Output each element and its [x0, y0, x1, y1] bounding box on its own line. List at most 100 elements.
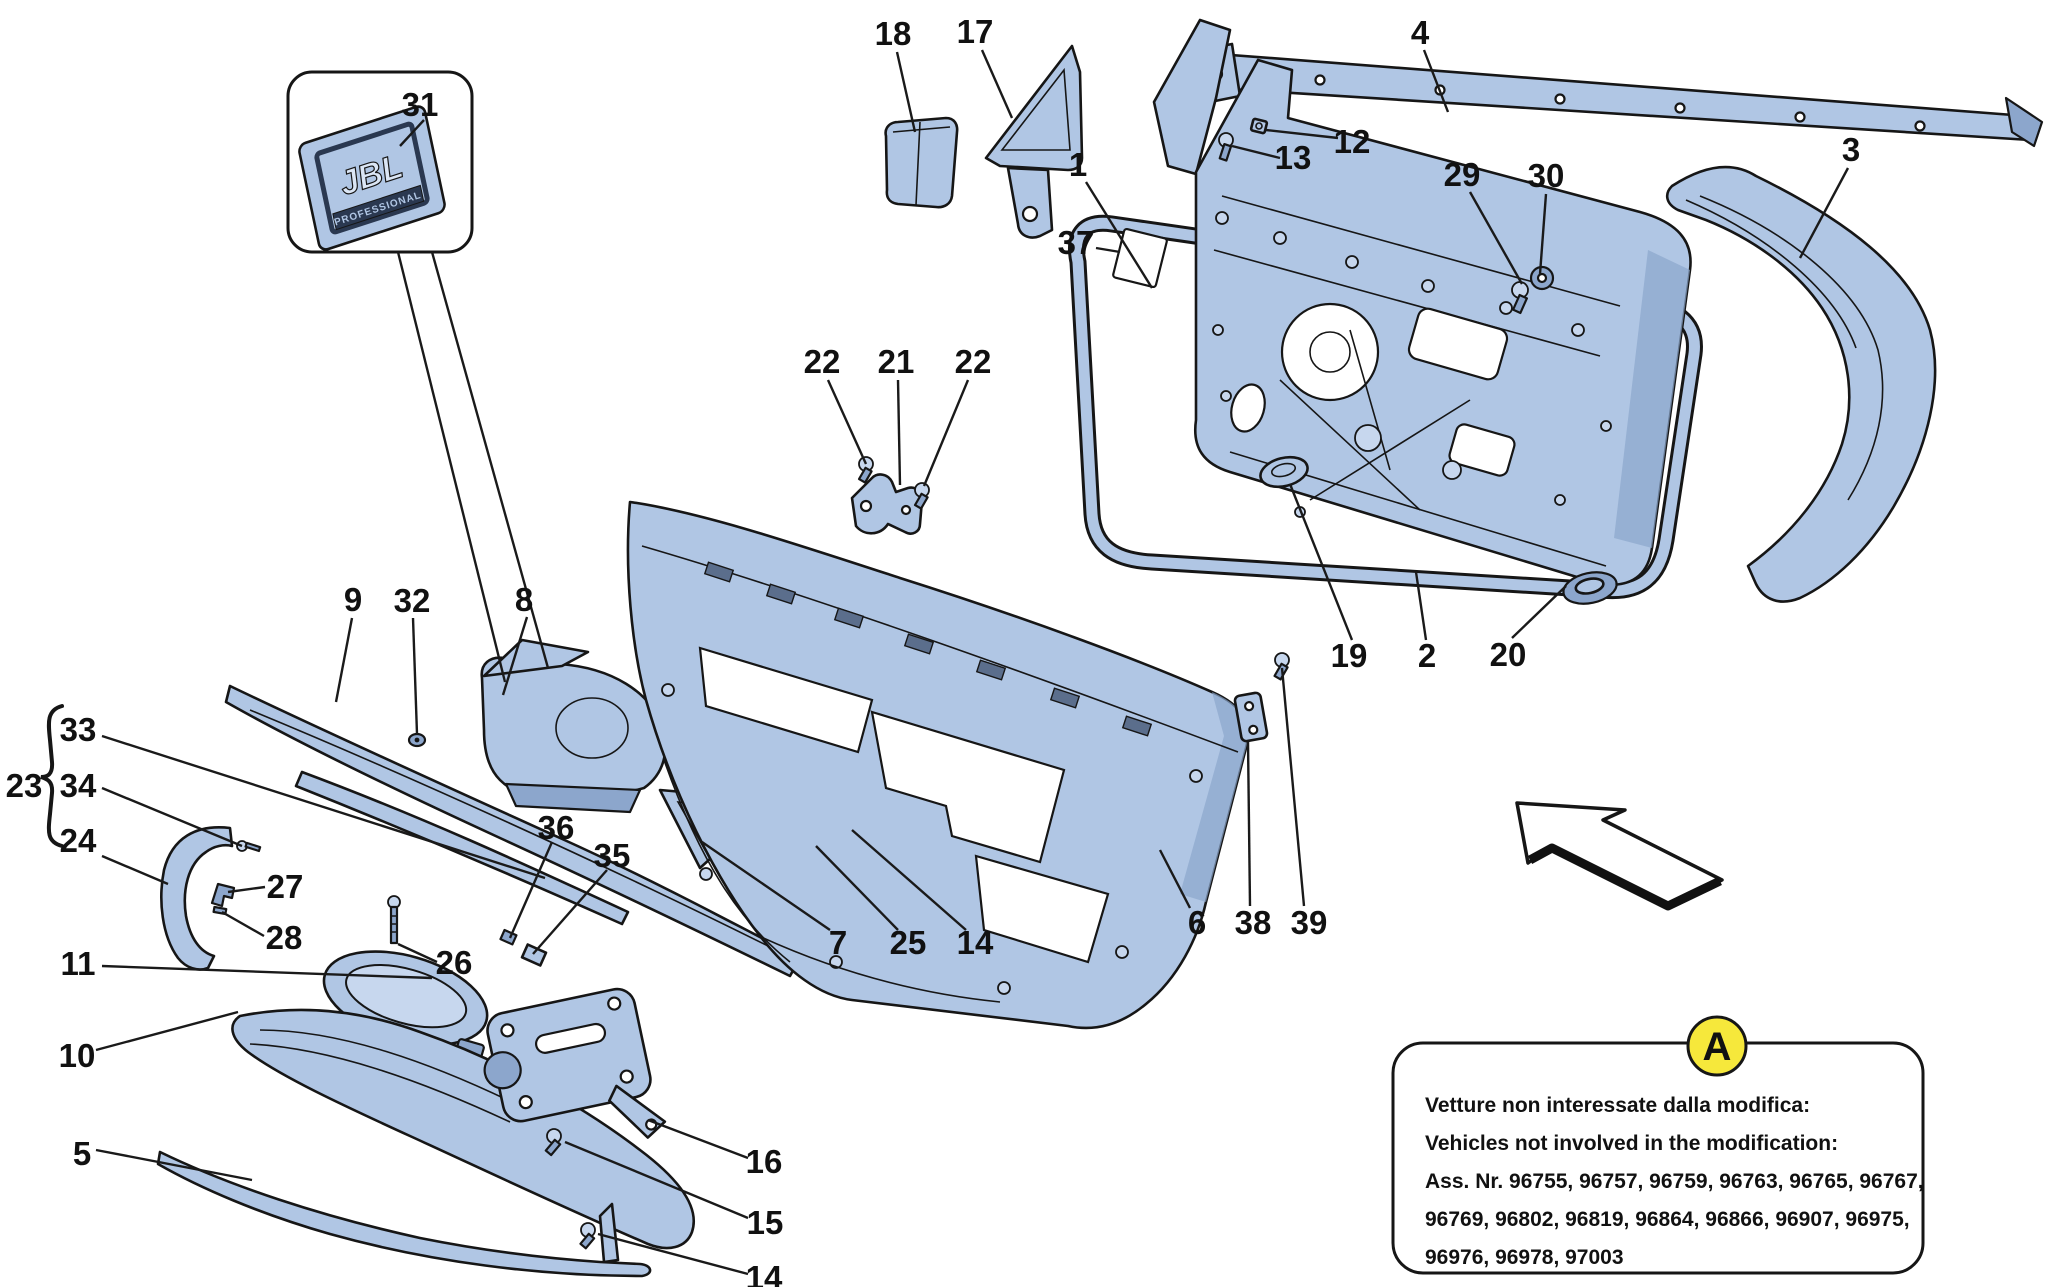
note-line-ass-1: Ass. Nr. 96755, 96757, 96759, 96763, 967…: [1425, 1170, 1924, 1193]
leader-line: [1265, 128, 1339, 140]
callout-21: 21: [878, 343, 915, 380]
jbl-badge: JBL PROFESSIONAL: [298, 105, 446, 251]
leader-line: [508, 841, 554, 939]
leader-line: [1246, 741, 1252, 907]
callout-8: 8: [515, 581, 533, 618]
leader-line: [532, 869, 608, 955]
leader-line: [980, 49, 1014, 119]
callout-7: 7: [829, 924, 847, 961]
leader-line: [896, 379, 902, 486]
leader-line: [1095, 246, 1121, 254]
part-c-trim-24: [160, 826, 234, 971]
group-bracket-23: [40, 704, 64, 848]
callout-17: 17: [957, 13, 994, 50]
leader-line: [597, 1232, 749, 1276]
leader-line: [564, 1140, 749, 1220]
callout-22b: 22: [955, 343, 992, 380]
leader-line: [221, 910, 265, 938]
marker-a-letter: A: [1703, 1025, 1732, 1069]
part-speaker-housing: [480, 638, 667, 814]
leader-line: [95, 1148, 253, 1182]
leader-line: [1084, 181, 1154, 289]
callout-3: 3: [1842, 131, 1860, 168]
callout-14a: 14: [957, 924, 994, 961]
leader-line: [399, 119, 425, 147]
fastener-screw-22-left: [857, 456, 874, 484]
note-line-ass-3: 96976, 96978, 97003: [1425, 1246, 1624, 1269]
callout-29: 29: [1444, 156, 1481, 193]
callout-4: 4: [1411, 14, 1430, 51]
leader-line: [826, 379, 868, 465]
callout-39: 39: [1291, 904, 1328, 941]
fastener-screw-15: [544, 1128, 562, 1157]
note-line-en: Vehicles not involved in the modificatio…: [1425, 1132, 1838, 1155]
part-door-trim-panel: [626, 500, 1250, 1030]
leader-line: [1231, 144, 1281, 160]
fastener-screw-14-lower: [579, 1222, 596, 1250]
leader-line: [227, 885, 266, 894]
callout-15: 15: [747, 1204, 784, 1241]
callout-26: 26: [436, 944, 473, 981]
fastener-screw-39: [1273, 652, 1290, 681]
part-window-slot-strip-33: [294, 770, 630, 926]
leader-line: [501, 616, 529, 696]
leader-line: [1414, 571, 1428, 641]
callout-24: 24: [60, 822, 97, 859]
leader-line: [1468, 191, 1524, 285]
callout-20: 20: [1490, 636, 1527, 673]
callout-19: 19: [1331, 637, 1368, 674]
callout-9: 9: [344, 581, 362, 618]
fastener-screw-29: [1511, 281, 1529, 315]
leader-line: [430, 251, 550, 669]
leader-line: [922, 379, 970, 487]
callout-28: 28: [266, 919, 303, 956]
leader-line: [1280, 667, 1306, 907]
callout-30: 30: [1528, 157, 1565, 194]
callout-31: 31: [402, 86, 439, 123]
part-grommet-20: [1562, 571, 1618, 605]
callout-1: 1: [1069, 146, 1087, 183]
callout-5: 5: [73, 1135, 91, 1172]
leader-line: [101, 786, 243, 848]
callout-38: 38: [1235, 904, 1272, 941]
clip-32: [407, 732, 427, 748]
part-door-seal: [1068, 214, 1703, 600]
callout-6: 6: [1188, 904, 1206, 941]
leader-line: [895, 51, 917, 133]
callout-10: 10: [59, 1037, 96, 1074]
clip-27: [210, 882, 236, 908]
part-outer-door-shell: [1665, 165, 1937, 603]
clip-35: [520, 943, 548, 967]
leader-line: [647, 1118, 749, 1160]
leader-line: [851, 829, 967, 931]
fastener-screw-13: [1218, 132, 1234, 162]
leader-line: [101, 854, 169, 886]
part-inner-door-frame: [1193, 58, 1692, 587]
jbl-inset-box: JBL PROFESSIONAL: [286, 70, 474, 254]
marker-a-badge: [1686, 1015, 1748, 1077]
callout-23: 23: [6, 767, 43, 804]
part-window-post: [1152, 18, 1232, 176]
part-plug-19: [1259, 455, 1309, 489]
fastener-screw-22-right: [913, 482, 930, 510]
leader-line: [1422, 49, 1450, 113]
leader-line: [95, 1010, 239, 1052]
part-handle-bracket: [483, 987, 667, 1139]
part-corner-cap: [884, 116, 959, 209]
callout-11: 11: [61, 945, 96, 982]
callout-12: 12: [1334, 123, 1371, 160]
note-line-ass-2: 96769, 96802, 96819, 96864, 96866, 96907…: [1425, 1208, 1910, 1231]
part-bracket-38: [1233, 691, 1269, 743]
leader-line: [701, 841, 831, 931]
callout-13: 13: [1275, 139, 1312, 176]
callout-2: 2: [1418, 637, 1436, 674]
strip-end-hook: [2004, 96, 2044, 148]
direction-arrow: [1515, 801, 1724, 911]
leader-line: [1538, 193, 1548, 275]
part-armrest: [231, 1008, 695, 1250]
callout-22a: 22: [804, 343, 841, 380]
note-box: A Vetture non interessate dalla modifica…: [1391, 1015, 1925, 1275]
